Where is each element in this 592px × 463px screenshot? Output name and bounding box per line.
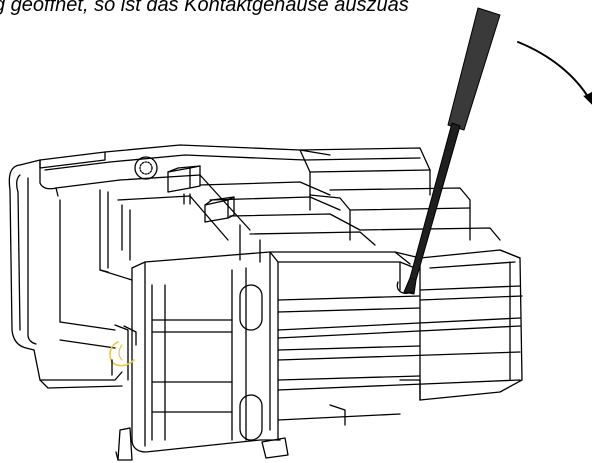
screwdriver-tool bbox=[396, 7, 501, 295]
rotation-arrow bbox=[517, 41, 592, 105]
connector-housing bbox=[8, 144, 523, 461]
instruction-caption: g geöffnet, so ist das Kontaktgehäuse au… bbox=[0, 0, 409, 16]
